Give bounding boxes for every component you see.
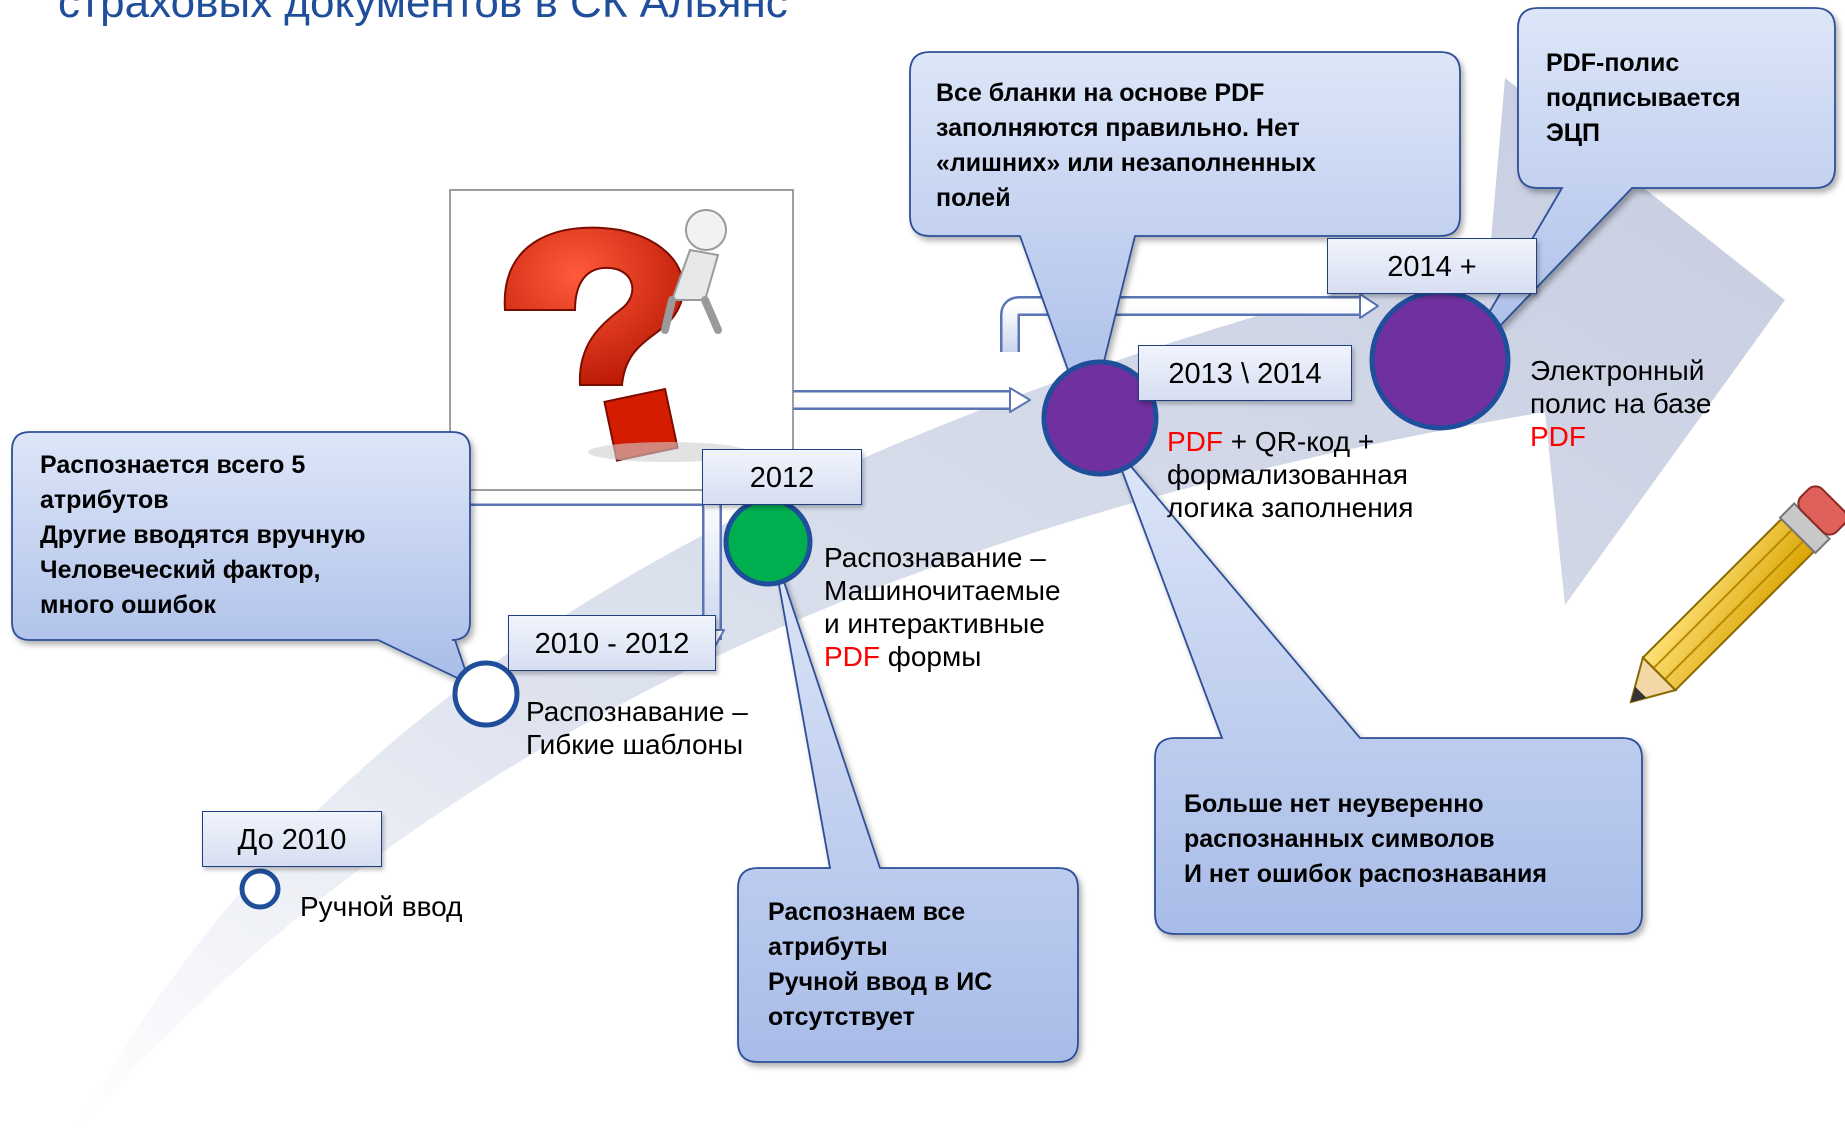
milestone-dot-2013-2014 [1041,359,1159,477]
caption-line: Ручной ввод [300,891,463,922]
callout-line: заполняются правильно. Нет [936,114,1300,142]
callout-text-pdf-forms: Все бланки на основе PDF заполняются пра… [936,76,1316,216]
callout-line: И нет ошибок распознавания [1184,860,1547,888]
callout-line: Другие вводятся вручную [40,521,366,549]
callout-pdf-forms [909,51,1461,430]
callout-line: «лишних» или незаполненных [936,149,1316,177]
slide-title: страховых документов в СК Альянс [58,0,788,27]
caption-manual-input: Ручной ввод [300,890,462,923]
callout-text-manual-errors: Распознается всего 5 атрибутов Другие вв… [40,448,366,623]
caption-flexible-templates: Распознавание – Гибкие шаблоны [526,695,748,761]
pdf-highlight: PDF [1167,426,1223,457]
caption-machine-readable: Распознавание – Машиночитаемые и интерак… [824,541,1061,673]
callout-text-digital-signature: PDF-полис подписывается ЭЦП [1546,46,1741,151]
callout-all-attributes [737,545,1079,1063]
callout-line: ЭЦП [1546,119,1601,147]
callout-line: Человеческий фактор, [40,556,321,584]
callout-line: Все бланки на основе PDF [936,79,1265,107]
callout-line: атрибутов [40,486,169,514]
callout-text-no-errors: Больше нет неуверенно распознанных симво… [1184,787,1547,892]
caption-line: Распознавание – [526,696,748,727]
caption-line: Гибкие шаблоны [526,729,744,760]
caption-line: формы [880,641,982,672]
callout-digital-signature [1451,7,1836,377]
year-label-2013-2014: 2013 \ 2014 [1138,345,1352,401]
callout-line: атрибуты [768,933,888,961]
caption-line: полис на базе [1530,388,1712,419]
milestone-dot-2010 [239,868,281,910]
caption-electronic-policy: Электронный полис на базе PDF [1530,354,1711,453]
callout-text-all-attributes: Распознаем все атрибуты Ручной ввод в ИС… [768,895,992,1035]
caption-line: Машиночитаемые [824,575,1061,606]
milestone-dot-2012 [723,497,813,587]
pdf-highlight: PDF [1530,421,1586,452]
caption-qr-logic: PDF + QR-код + формализованная логика за… [1167,425,1413,524]
callout-line: полей [936,184,1011,212]
callout-no-errors [1111,443,1643,935]
callout-line: Больше нет неуверенно [1184,790,1484,818]
callout-line: Распознается всего 5 [40,451,306,479]
callout-line: Распознаем все [768,898,966,926]
callout-line: отсутствует [768,1003,915,1031]
pencil-icon [1629,485,1845,704]
question-image [449,189,794,491]
callout-manual-errors [11,431,472,686]
caption-line: и интерактивные [824,608,1045,639]
milestone-dot-2010-2012 [452,660,520,728]
caption-line: Электронный [1530,355,1705,386]
year-label-2012: 2012 [702,449,862,505]
callout-line: много ошибок [40,591,216,619]
callout-line: распознанных символов [1184,825,1495,853]
milestone-dot-2014 [1369,289,1511,431]
pdf-highlight: PDF [824,641,880,672]
caption-line: формализованная [1167,459,1408,490]
year-label-2014: 2014 + [1327,238,1537,294]
callout-line: PDF-полис [1546,49,1680,77]
caption-line: логика заполнения [1167,492,1414,523]
caption-line: + QR-код + [1223,426,1375,457]
callout-line: подписывается [1546,84,1741,112]
growth-arrow [75,78,1785,1132]
year-label-2010: До 2010 [202,811,382,867]
callout-line: Ручной ввод в ИС [768,968,993,996]
caption-line: Распознавание – [824,542,1046,573]
year-label-2010-2012: 2010 - 2012 [508,615,716,671]
